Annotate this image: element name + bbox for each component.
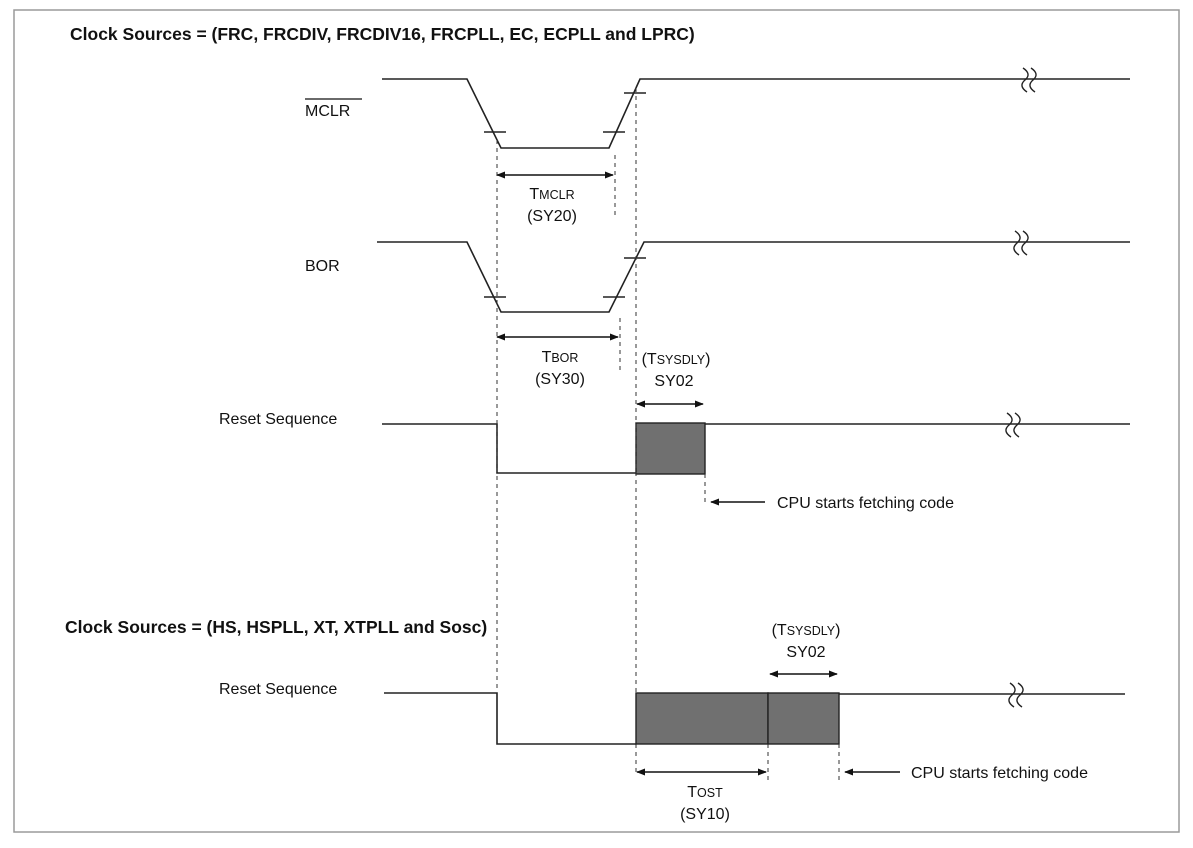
tost-label-sub: OST (697, 786, 723, 800)
diagram-border (13, 9, 1180, 833)
bor-break-icon (1013, 230, 1029, 256)
tsysdly2-open: (T (772, 622, 787, 639)
mclr-break-icon (1021, 67, 1037, 93)
tost-code: (SY10) (680, 806, 730, 823)
tmclr-label: TMCLR (529, 186, 574, 203)
tbor-code: (SY30) (535, 371, 585, 388)
reset-seq2-label: Reset Sequence (219, 681, 337, 698)
reset-seq2-break-icon (1008, 682, 1024, 708)
tsysdly1-label: (TSYSDLY) (642, 351, 711, 368)
cpu-note2-label: CPU starts fetching code (911, 765, 1088, 782)
tsysdly1-code: SY02 (654, 373, 693, 390)
reset-seq2-sysdly-box (767, 692, 840, 745)
reset-seq1-sysdly-box (635, 422, 706, 475)
reset-seq2-ost-box (635, 692, 769, 745)
reset-seq1-low (382, 423, 636, 474)
tsysdly2-label: (TSYSDLY) (772, 622, 841, 639)
tmclr-label-main: T (529, 186, 539, 203)
reset-seq1-break-icon (1005, 412, 1021, 438)
tsysdly1-close: ) (705, 351, 710, 368)
tbor-label-sub: BOR (551, 351, 578, 365)
section1-heading: Clock Sources = (FRC, FRCDIV, FRCDIV16, … (70, 24, 695, 44)
bor-label: BOR (305, 258, 340, 275)
tsysdly2-close: ) (835, 622, 840, 639)
tsysdly2-sub: SYSDLY (787, 624, 836, 638)
tbor-label-main: T (542, 349, 552, 366)
tsysdly1-open: (T (642, 351, 657, 368)
tbor-label: TBOR (542, 349, 579, 366)
tmclr-code: (SY20) (527, 208, 577, 225)
tsysdly1-sub: SYSDLY (657, 353, 706, 367)
mclr-label: MCLR (305, 103, 350, 120)
tmclr-label-sub: MCLR (539, 188, 574, 202)
cpu-note1-label: CPU starts fetching code (777, 495, 954, 512)
tost-label: TOST (687, 784, 723, 801)
reset-seq2-low (384, 692, 636, 745)
tsysdly2-code: SY02 (786, 644, 825, 661)
reset-seq1-label: Reset Sequence (219, 411, 337, 428)
bor-waveform (377, 241, 1130, 313)
tost-label-main: T (687, 784, 697, 801)
section2-heading: Clock Sources = (HS, HSPLL, XT, XTPLL an… (65, 617, 487, 637)
mclr-waveform (382, 78, 1130, 149)
